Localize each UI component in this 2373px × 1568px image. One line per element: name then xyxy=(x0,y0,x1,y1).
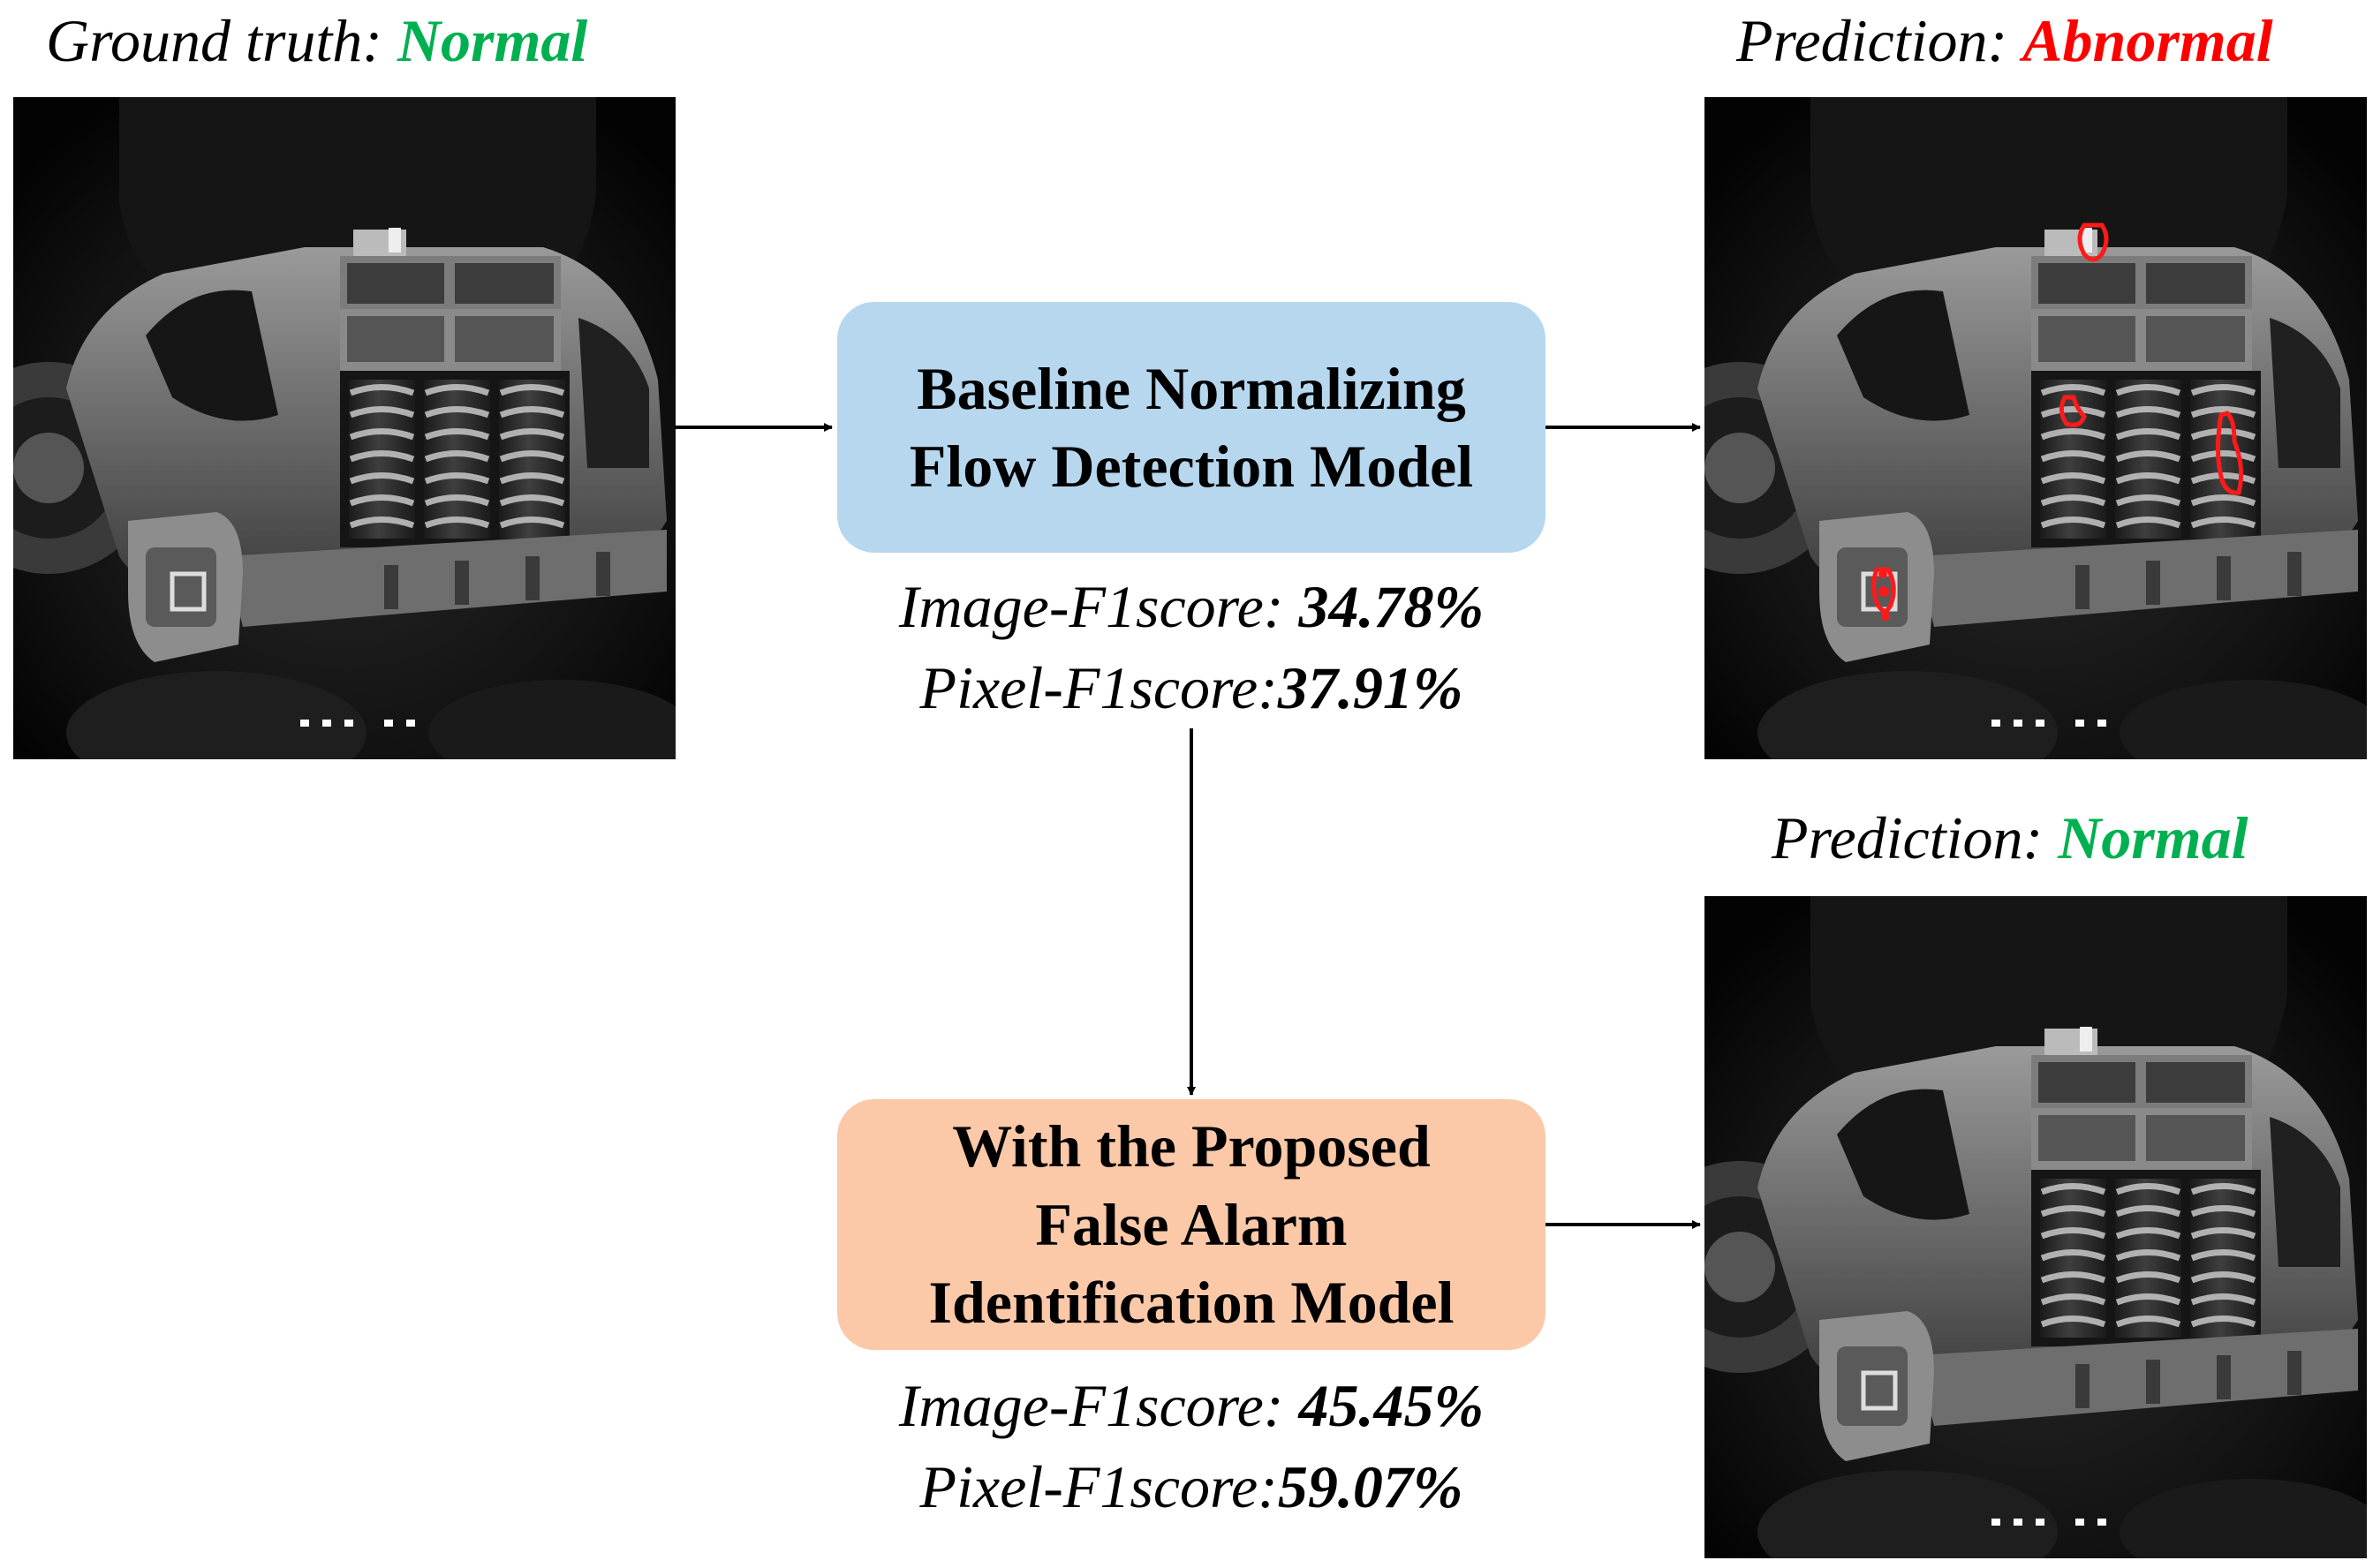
ground-truth-status: Normal xyxy=(397,7,588,74)
baseline-model-line-2: Flow Detection Model xyxy=(909,433,1474,500)
proposed-model-line-2: False Alarm xyxy=(1035,1190,1348,1258)
ground-truth-caption: Ground truth: Normal xyxy=(46,11,587,71)
proposed-metrics: Image-F1score: 45.45% Pixel-F1score:59.0… xyxy=(837,1366,1545,1528)
anomaly-contour-spring-right xyxy=(2216,411,2244,495)
baseline-metrics: Image-F1score: 34.78% Pixel-F1score:37.9… xyxy=(837,567,1545,729)
image-f1-value: 34.78% xyxy=(1298,573,1485,640)
proposed-prediction-status: Normal xyxy=(2058,804,2248,871)
proposed-model-line-1: With the Proposed xyxy=(952,1112,1431,1180)
proposed-pixel-f1: Pixel-F1score:59.07% xyxy=(837,1447,1545,1528)
pixel-f1-value: 37.91% xyxy=(1277,653,1463,721)
proposed-prediction-label: Prediction: xyxy=(1772,804,2059,871)
pixel-f1-label: Pixel-F1score: xyxy=(919,653,1278,721)
proposed-output-image xyxy=(1704,896,2367,1558)
proposed-model-line-3: Identification Model xyxy=(928,1269,1455,1337)
baseline-prediction-caption: Prediction: Abnormal xyxy=(1736,11,2273,71)
proposed-model-box: With the Proposed False Alarm Identifica… xyxy=(837,1099,1545,1350)
bogie-photo xyxy=(1704,896,2367,1558)
bogie-photo xyxy=(13,97,676,759)
proposed-image-f1: Image-F1score: 45.45% xyxy=(837,1366,1545,1447)
image-f1-label: Image-F1score: xyxy=(898,573,1299,640)
baseline-prediction-status: Abnormal xyxy=(2022,7,2273,74)
proposed-prediction-caption: Prediction: Normal xyxy=(1772,808,2248,868)
baseline-model-box: Baseline Normalizing Flow Detection Mode… xyxy=(837,302,1545,553)
baseline-output-image xyxy=(1704,97,2367,759)
ground-truth-label: Ground truth: xyxy=(46,7,397,74)
pixel-f1-label: Pixel-F1score: xyxy=(919,1452,1278,1520)
baseline-model-line-1: Baseline Normalizing xyxy=(917,354,1466,422)
baseline-image-f1: Image-F1score: 34.78% xyxy=(837,567,1545,648)
pixel-f1-value: 59.07% xyxy=(1277,1452,1463,1520)
anomaly-contour-spring-left xyxy=(2059,395,2087,427)
anomaly-contour-top-tag xyxy=(2077,222,2109,262)
baseline-pixel-f1: Pixel-F1score:37.91% xyxy=(837,648,1545,729)
baseline-prediction-label: Prediction: xyxy=(1736,7,2023,74)
image-f1-label: Image-F1score: xyxy=(898,1372,1299,1439)
image-f1-value: 45.45% xyxy=(1298,1372,1485,1439)
anomaly-contour-axle-box xyxy=(1871,567,1896,614)
bogie-photo-with-anomalies xyxy=(1704,97,2367,759)
ground-truth-image xyxy=(13,97,676,759)
